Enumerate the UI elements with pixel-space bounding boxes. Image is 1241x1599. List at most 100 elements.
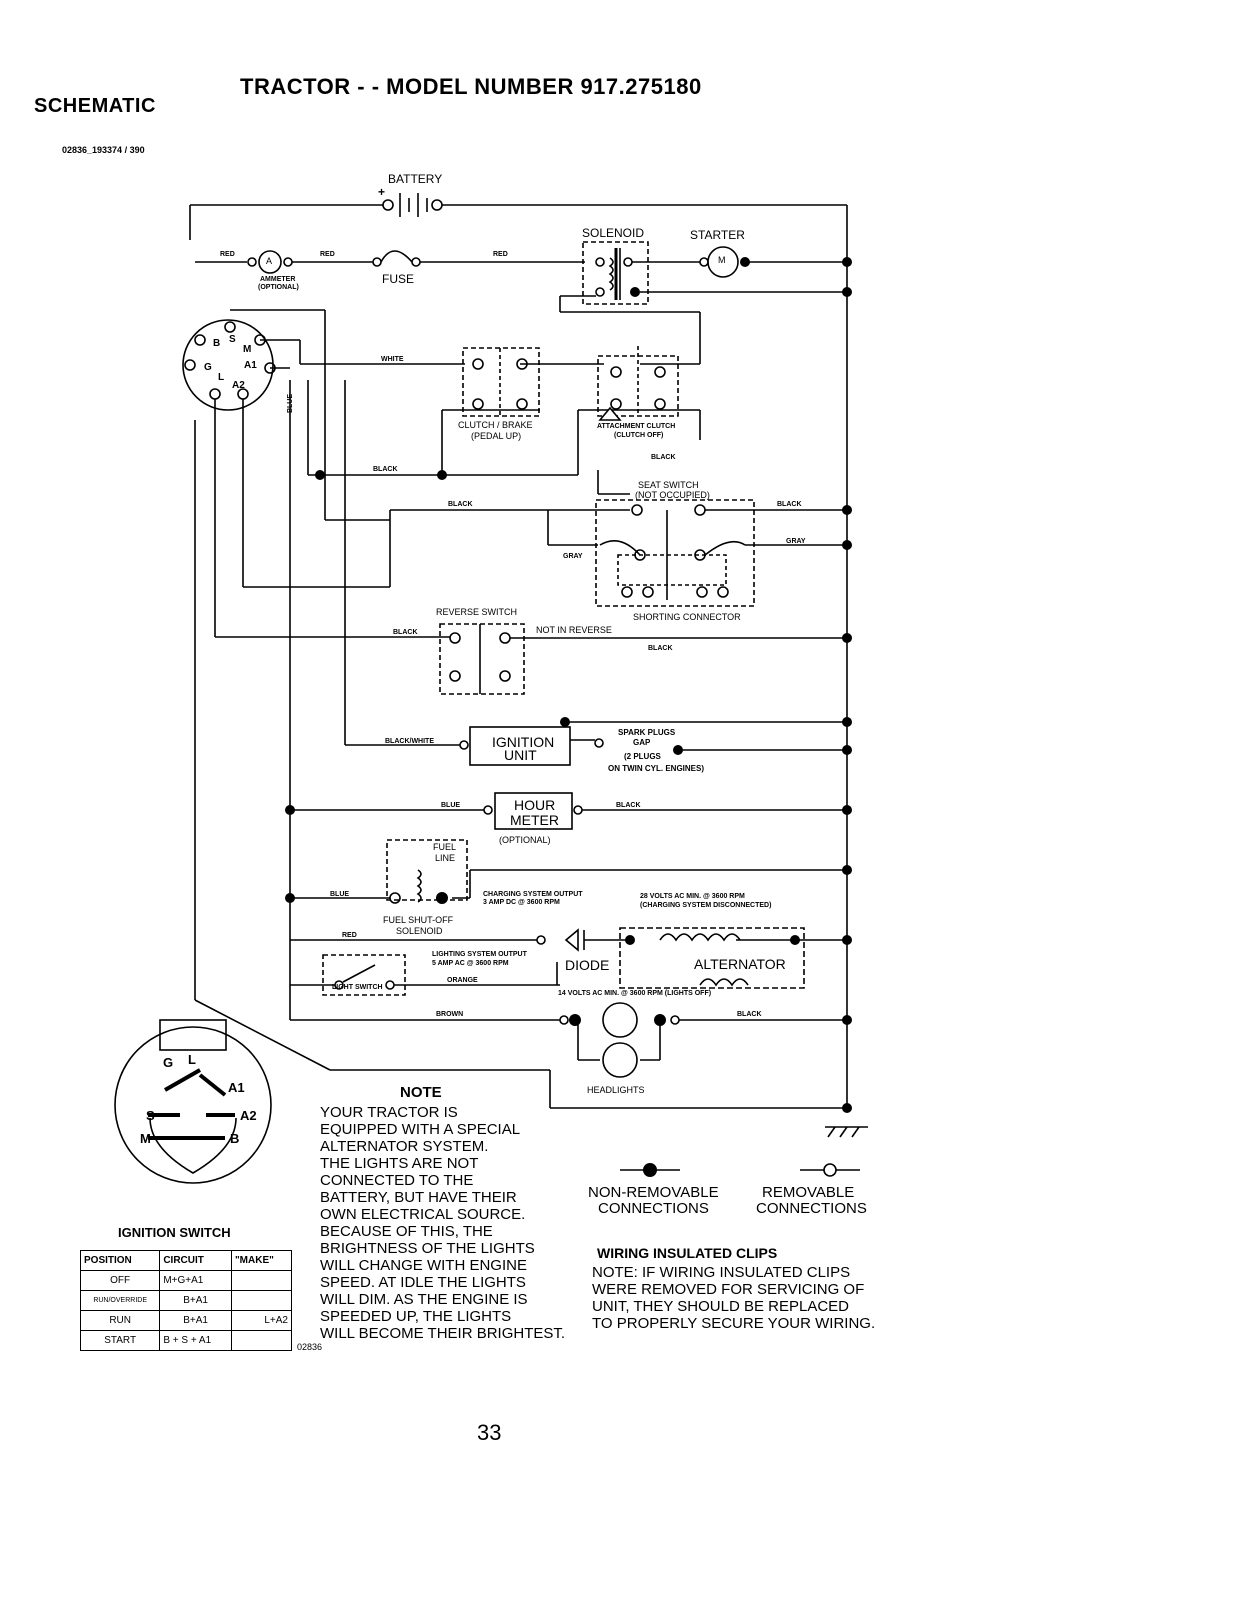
note-line: CONNECTED TO THE [320, 1172, 474, 1189]
big-terminal-l: L [188, 1052, 196, 1067]
wire-label-blue-2: BLUE [441, 802, 461, 809]
section-title: SCHEMATIC [34, 95, 156, 117]
big-terminal-m: M [140, 1131, 151, 1146]
fuel-shutoff-label: FUEL SHUT-OFF [383, 915, 454, 925]
wire-label-orange: ORANGE [447, 977, 478, 984]
big-terminal-g: G [163, 1055, 174, 1070]
legend-removable-2: CONNECTIONS [756, 1200, 867, 1217]
wire-label-red-3: RED [493, 251, 508, 258]
table-row: START B + S + A1 [79, 1330, 293, 1351]
clips-line: NOTE: IF WIRING INSULATED CLIPS [592, 1264, 851, 1281]
clutch-brake-label: CLUTCH / BRAKE [458, 420, 533, 430]
shorting-connector-label: SHORTING CONNECTOR [633, 612, 741, 622]
note-line: WILL CHANGE WITH ENGINE [320, 1257, 527, 1274]
big-terminal-a1: A1 [228, 1080, 245, 1095]
clutch-brake-sub-label: (PEDAL UP) [471, 431, 522, 441]
volts28-label: 28 VOLTS AC MIN. @ 3600 RPM [640, 893, 745, 900]
solenoid-label: SOLENOID [582, 226, 645, 240]
table-header-row: POSITION CIRCUIT "MAKE" [79, 1250, 293, 1271]
hour-meter-label: HOUR [514, 797, 556, 813]
note-body: YOUR TRACTOR IS EQUIPPED WITH A SPECIAL … [320, 1104, 565, 1342]
terminal-l: L [218, 372, 225, 383]
lighting-output-label: LIGHTING SYSTEM OUTPUT [432, 951, 527, 958]
terminal-a2: A2 [232, 380, 245, 391]
note-line: BECAUSE OF THIS, THE [320, 1223, 493, 1240]
row-circuit: B + S + A1 [159, 1330, 232, 1351]
document-code: 02836_193374 / 390 [62, 145, 145, 155]
row-circuit: B+A1 [159, 1310, 232, 1331]
seat-switch-sub-label: (NOT OCCUPIED) [635, 490, 710, 500]
wire-label-blue-3: BLUE [330, 891, 350, 898]
light-switch-label: LIGHT SWITCH [332, 984, 383, 991]
wire-label-gray-2: GRAY [563, 553, 583, 560]
legend-non-removable: NON-REMOVABLE [588, 1184, 719, 1201]
row-position: RUN [79, 1310, 161, 1331]
note-line: OWN ELECTRICAL SOURCE. [320, 1206, 526, 1223]
wire-label-black-3: BLACK [651, 454, 676, 461]
attachment-clutch-label: ATTACHMENT CLUTCH [597, 423, 676, 430]
row-circuit: B+A1 [159, 1290, 232, 1311]
ignition-switch-title: IGNITION SWITCH [118, 1225, 231, 1240]
fuel-shutoff-label-2: SOLENOID [396, 926, 443, 936]
note-line: EQUIPPED WITH A SPECIAL [320, 1121, 521, 1138]
note-line: SPEEDED UP, THE LIGHTS [320, 1308, 512, 1325]
header-circuit: CIRCUIT [159, 1250, 232, 1271]
row-make [230, 1290, 293, 1311]
note-line: BATTERY, BUT HAVE THEIR [320, 1189, 517, 1206]
fuel-line-label: FUEL [433, 842, 457, 852]
note-line: YOUR TRACTOR IS [320, 1104, 458, 1121]
wire-label-black-white: BLACK/WHITE [385, 738, 434, 745]
ammeter-optional-label: (OPTIONAL) [258, 284, 299, 291]
wire-label-black-6: BLACK [648, 645, 673, 652]
row-position: RUN/OVERRIDE [79, 1290, 161, 1311]
charging-output-label-2: 3 AMP DC @ 3600 RPM [483, 899, 560, 906]
ignition-unit-label-2: UNIT [504, 747, 537, 763]
ignition-unit-label: IGNITION [492, 734, 555, 750]
hour-meter-label-2: METER [510, 812, 559, 828]
lighting-output-label-2: 5 AMP AC @ 3600 RPM [432, 960, 509, 967]
note-title: NOTE [400, 1084, 442, 1101]
spark-plugs-label: SPARK PLUGS [618, 728, 676, 737]
starter-label: STARTER [690, 228, 745, 242]
wire-label-red-2: RED [320, 251, 335, 258]
attachment-clutch-sub-label: (CLUTCH OFF) [614, 432, 664, 439]
header-position: POSITION [79, 1250, 161, 1271]
reverse-switch-label: REVERSE SWITCH [436, 607, 518, 617]
note-line: WILL BECOME THEIR BRIGHTEST. [320, 1325, 566, 1342]
headlights-label: HEADLIGHTS [587, 1085, 645, 1095]
note-line: BRIGHTNESS OF THE LIGHTS [320, 1240, 535, 1257]
page-number: 33 [477, 1420, 502, 1445]
volts28-label-2: (CHARGING SYSTEM DISCONNECTED) [640, 902, 772, 909]
not-in-reverse-label: NOT IN REVERSE [536, 625, 612, 635]
terminal-m: M [243, 344, 252, 355]
terminal-b: B [213, 338, 221, 349]
starter-motor-symbol: M [718, 255, 726, 265]
wire-label-black-4: BLACK [777, 501, 802, 508]
alternator-label: ALTERNATOR [694, 956, 786, 972]
ammeter-label: AMMETER [260, 276, 296, 283]
note-line: SPEED. AT IDLE THE LIGHTS [320, 1274, 526, 1291]
note-line: WILL DIM. AS THE ENGINE IS [320, 1291, 528, 1308]
row-position: OFF [79, 1270, 161, 1291]
clips-line: UNIT, THEY SHOULD BE REPLACED [592, 1298, 850, 1315]
gap-label: GAP [633, 738, 651, 747]
twin-cyl-label: ON TWIN CYL. ENGINES) [608, 764, 704, 773]
big-terminal-s: S [146, 1108, 155, 1123]
fuse-label: FUSE [382, 272, 415, 286]
note-line: ALTERNATOR SYSTEM. [320, 1138, 489, 1155]
big-terminal-b: B [230, 1131, 240, 1146]
wire-label-brown: BROWN [436, 1011, 464, 1018]
table-row: RUN B+A1 L+A2 [79, 1310, 293, 1331]
row-position: START [79, 1330, 161, 1351]
legend-non-removable-2: CONNECTIONS [598, 1200, 709, 1217]
two-plugs-label: (2 PLUGS [624, 752, 661, 761]
note-line: THE LIGHTS ARE NOT [320, 1155, 479, 1172]
terminal-a1: A1 [244, 360, 257, 371]
table-row: OFF M+G+A1 [79, 1270, 293, 1291]
wire-label-black-2: BLACK [448, 501, 473, 508]
row-make [230, 1330, 293, 1351]
terminal-s: S [229, 334, 236, 345]
hour-meter-optional-label: (OPTIONAL) [499, 835, 551, 845]
table-row: RUN/OVERRIDE B+A1 [79, 1290, 293, 1311]
